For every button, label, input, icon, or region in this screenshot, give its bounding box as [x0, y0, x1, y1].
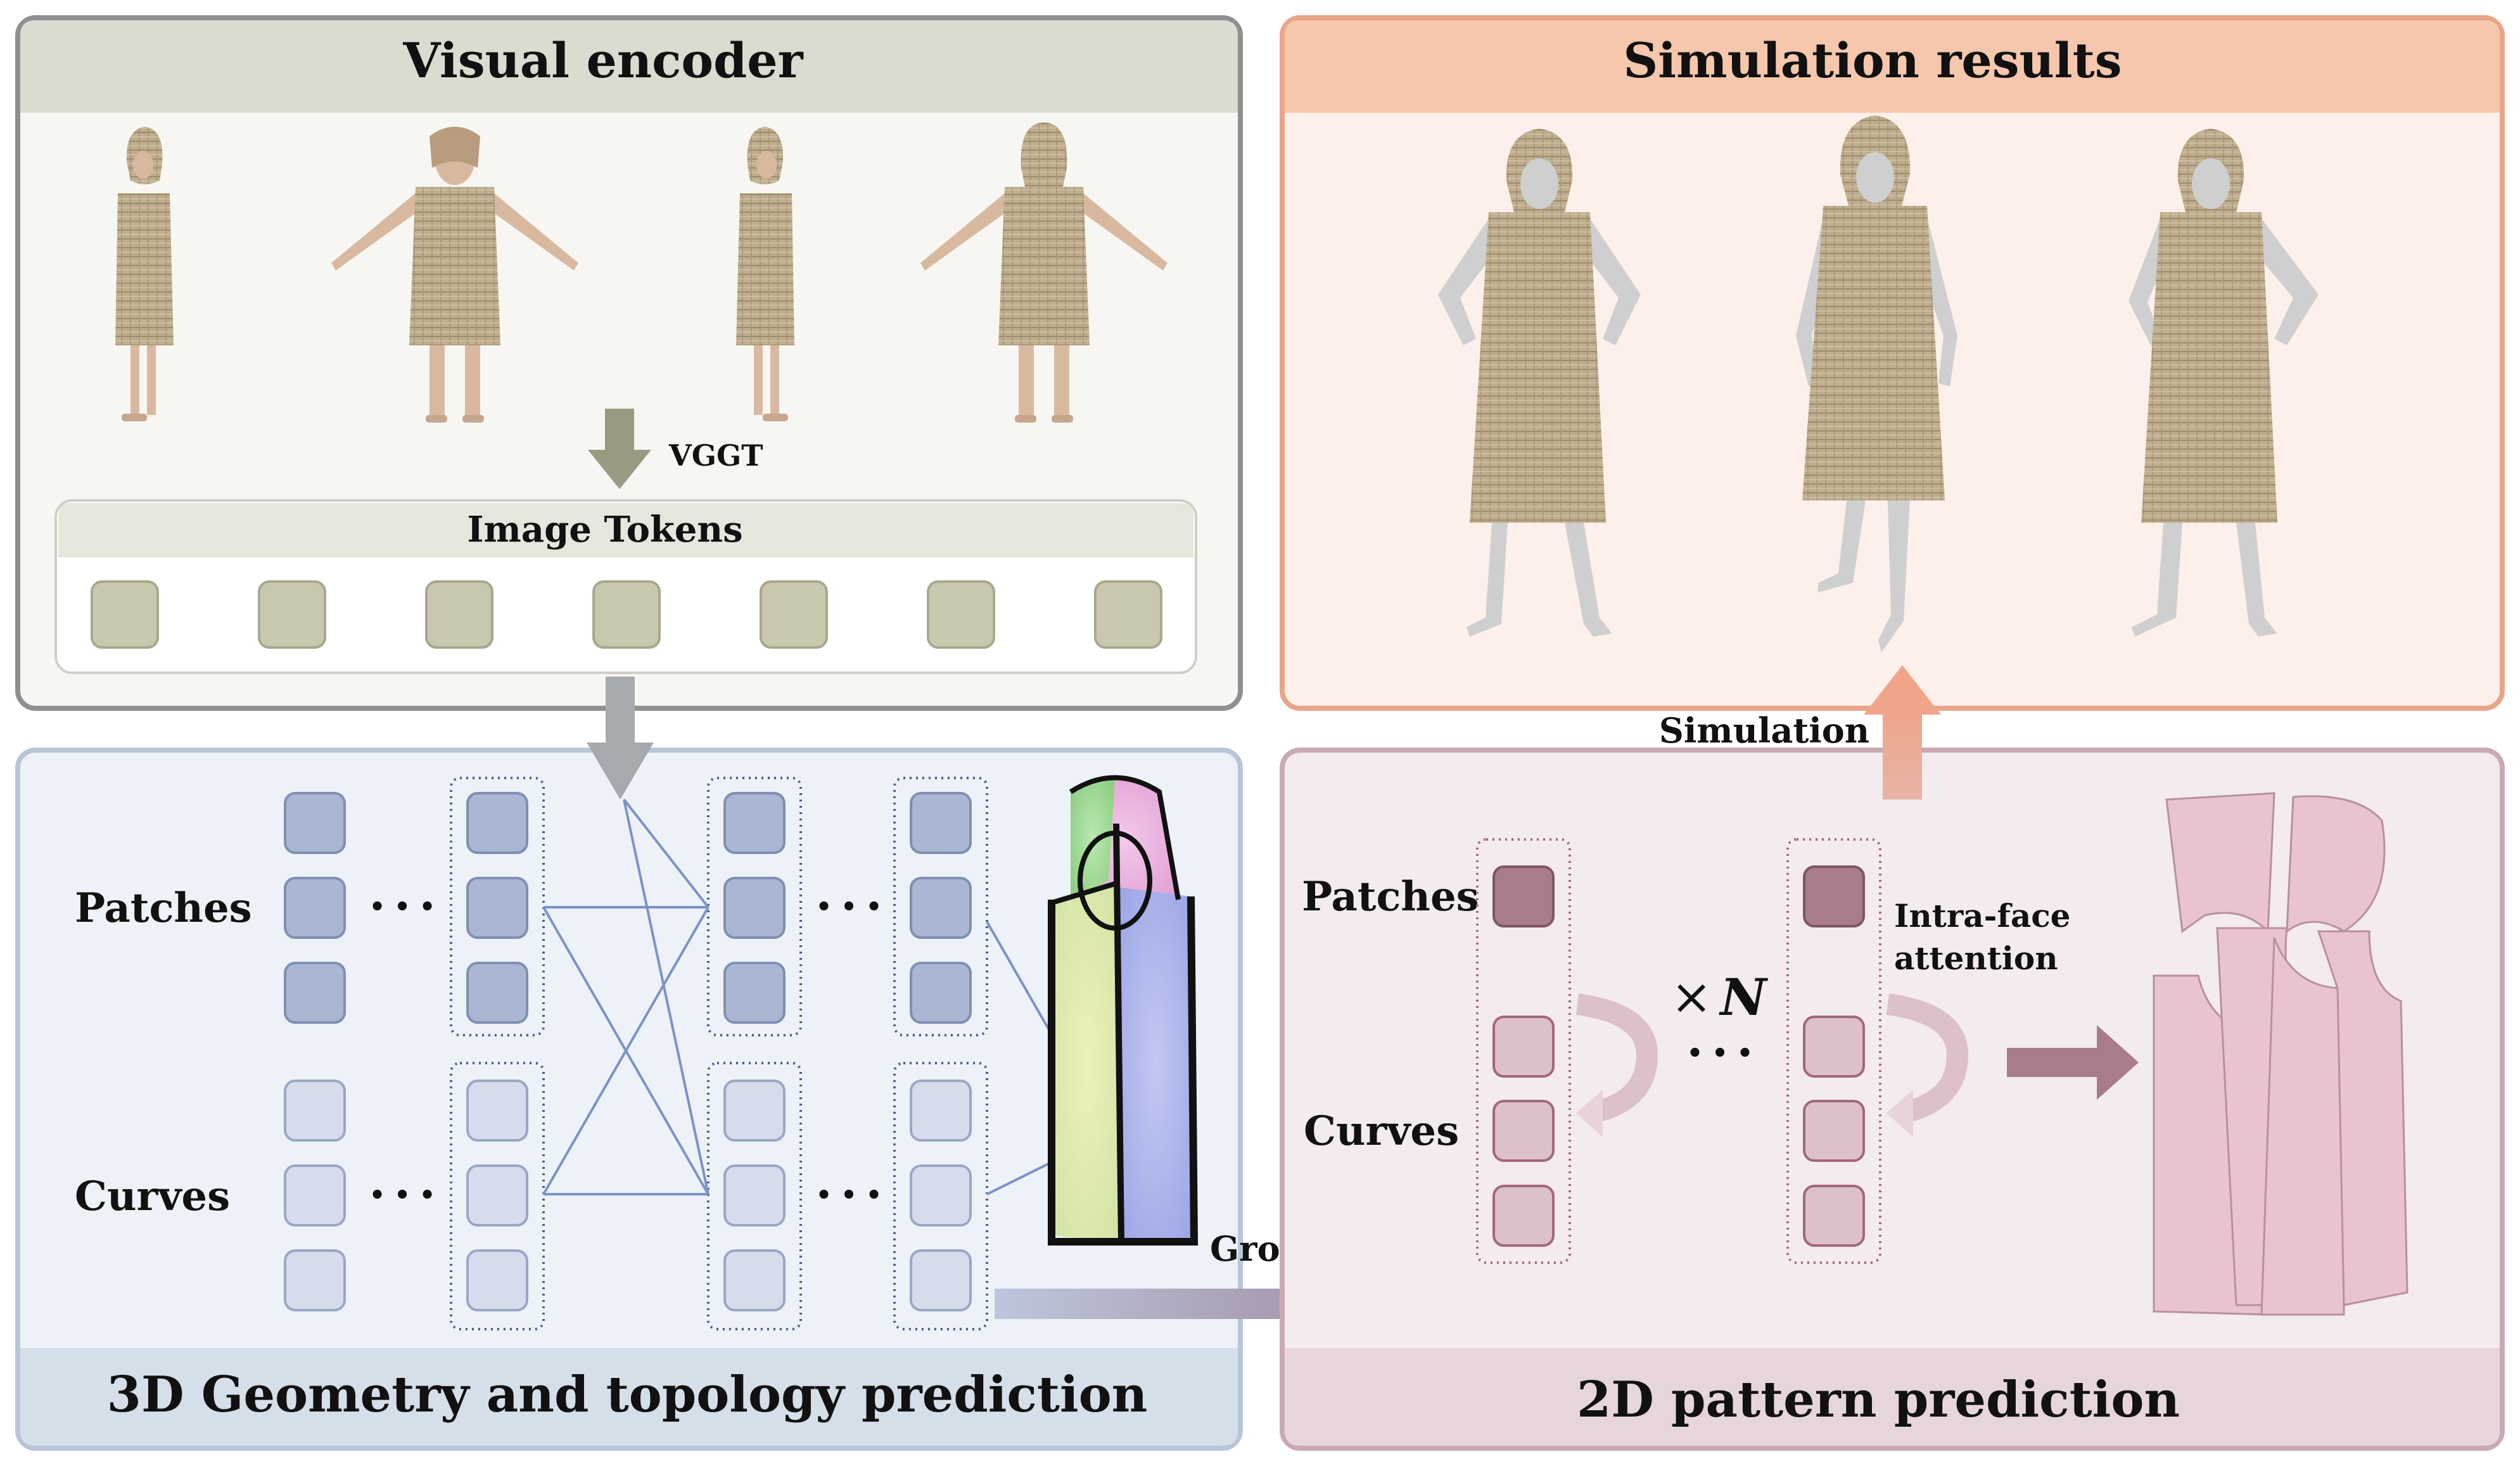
patch-token: [468, 963, 527, 1023]
pat-patches-label: Patches: [1302, 873, 1479, 921]
image-token: [928, 582, 994, 647]
curve-token: [1494, 1017, 1553, 1076]
geo-patches-label: Patches: [75, 884, 252, 932]
curve-token: [725, 1251, 784, 1310]
repeat-n-variable: N: [1718, 967, 1768, 1027]
patch-token: [468, 793, 527, 853]
curve-token: [1494, 1101, 1553, 1161]
intra-face-attention-label-1: Intra-face: [1894, 897, 2071, 934]
curve-token: [911, 1166, 970, 1225]
geometry-title: 3D Geometry and topology prediction: [107, 1366, 1148, 1424]
curve-token: [468, 1081, 527, 1140]
patch-token: [1494, 867, 1553, 926]
patch-token: [468, 878, 527, 938]
patch-token: [285, 793, 345, 853]
patch-token: [911, 963, 970, 1023]
patch-token: [285, 878, 345, 938]
pattern-title: 2D pattern prediction: [1577, 1371, 2180, 1429]
pattern-panel: 2D pattern prediction Patches Curves × N…: [1282, 665, 2502, 1448]
repeat-times-symbol: ×: [1670, 969, 1712, 1026]
curve-token: [725, 1081, 784, 1140]
curve-token: [911, 1081, 970, 1140]
patch-token: [725, 963, 784, 1023]
simulation-panel: Simulation results: [1282, 18, 2502, 708]
image-tokens-box: Image Tokens: [56, 500, 1196, 673]
curve-token: [911, 1251, 970, 1310]
geo-ellipsis-top-2: • • •: [816, 892, 882, 922]
patch-token: [1804, 867, 1864, 926]
curve-token: [468, 1251, 527, 1310]
patch-token: [911, 878, 970, 938]
image-token: [259, 582, 325, 647]
curve-token: [285, 1251, 345, 1310]
image-token: [426, 582, 492, 647]
image-token: [594, 582, 659, 647]
patch-token: [285, 963, 345, 1023]
geo-curves-label: Curves: [75, 1173, 230, 1220]
vggt-label: VGGT: [668, 438, 763, 473]
patch-token: [725, 793, 784, 853]
image-token: [1095, 582, 1161, 647]
patch-token: [725, 878, 784, 938]
pat-ellipsis: • • •: [1687, 1038, 1753, 1068]
intra-face-attention-label-2: attention: [1894, 940, 2058, 977]
geo-ellipsis-top-1: • • •: [369, 892, 436, 922]
curve-token: [1804, 1017, 1864, 1076]
simulation-title: Simulation results: [1623, 32, 2122, 89]
curve-token: [285, 1081, 345, 1140]
curve-token: [1494, 1186, 1553, 1246]
pat-curves-label: Curves: [1304, 1107, 1459, 1155]
visual-encoder-title: Visual encoder: [402, 32, 803, 89]
geo-ellipsis-bottom-2: • • •: [816, 1180, 882, 1210]
curve-token: [468, 1166, 527, 1225]
curve-token: [1804, 1101, 1864, 1161]
image-tokens-title: Image Tokens: [467, 509, 742, 551]
image-token: [761, 582, 827, 647]
curve-token: [1804, 1186, 1864, 1246]
simulation-label: Simulation: [1659, 710, 1869, 751]
patch-token: [911, 793, 970, 853]
curve-token: [725, 1166, 784, 1225]
image-token: [92, 582, 158, 647]
geo-ellipsis-bottom-1: • • •: [369, 1180, 436, 1210]
curve-token: [285, 1166, 345, 1225]
visual-encoder-panel: Visual encoder: [18, 18, 1240, 708]
